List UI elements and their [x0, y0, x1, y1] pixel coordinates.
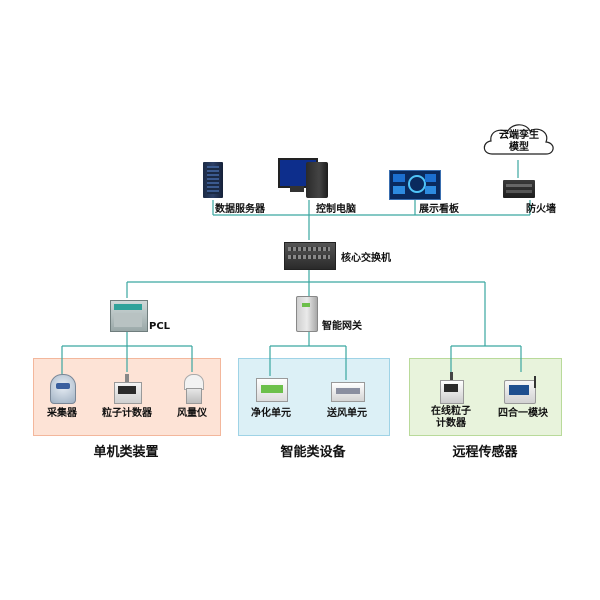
pc-tower-icon — [306, 162, 328, 198]
display-board-label: 展示看板 — [419, 204, 459, 215]
firewall-icon — [503, 180, 535, 198]
remote-group-title: 远程传感器 — [452, 445, 518, 460]
air-supply-unit-icon — [331, 382, 365, 402]
collector-icon — [50, 374, 76, 404]
smart-group-title: 智能类设备 — [280, 445, 346, 460]
smart-gateway-label: 智能网关 — [322, 321, 362, 332]
standalone-group-title: 单机类装置 — [93, 445, 159, 460]
monitor-stand — [290, 186, 304, 192]
air-supply-unit-label: 送风单元 — [327, 408, 367, 419]
cloud-icon — [483, 124, 554, 155]
particle-counter-label: 粒子计数器 — [102, 408, 152, 419]
purification-unit-icon — [256, 378, 288, 402]
server-icon — [203, 162, 223, 198]
gateway-icon — [296, 296, 318, 332]
four-in-one-module-label: 四合一模块 — [498, 408, 548, 419]
four-in-one-module-icon — [504, 376, 538, 404]
purification-unit-label: 净化单元 — [251, 408, 291, 419]
data-server-label: 数据服务器 — [215, 204, 265, 215]
remote-group-box — [409, 358, 562, 436]
pcl-label: PCL — [149, 321, 171, 332]
cloud-label: 云端孪生 模型 — [499, 130, 539, 153]
core-switch-label: 核心交换机 — [341, 253, 391, 264]
plc-icon — [110, 300, 148, 332]
core-switch-icon — [284, 242, 336, 270]
anemometer-icon — [182, 374, 204, 404]
anemometer-label: 风量仪 — [177, 408, 207, 419]
firewall-label: 防火墙 — [526, 204, 556, 215]
online-particle-counter-icon — [436, 372, 466, 404]
control-pc-label: 控制电脑 — [316, 204, 356, 215]
online-particle-counter-label: 在线粒子 计数器 — [431, 406, 471, 429]
particle-counter-icon — [114, 374, 142, 404]
collector-label: 采集器 — [47, 408, 77, 419]
display-board-icon — [389, 170, 441, 200]
